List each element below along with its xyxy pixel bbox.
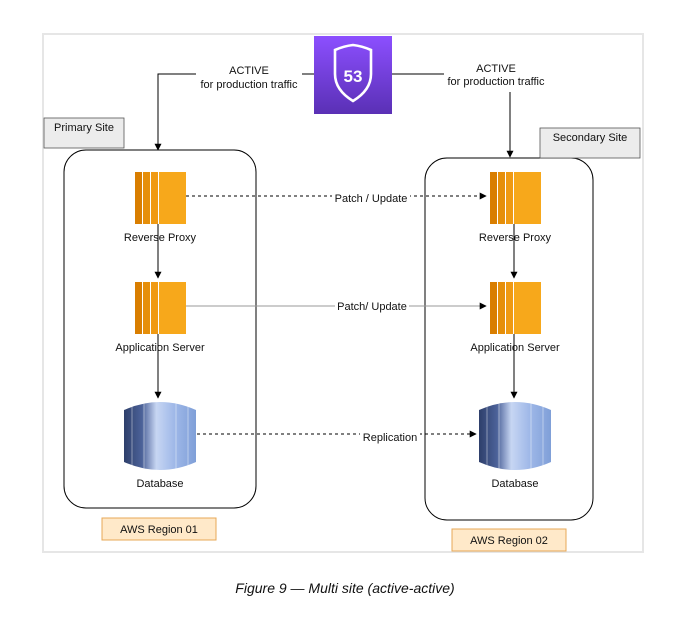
region-badge-primary: AWS Region 01 bbox=[101, 517, 217, 541]
secondary-reverse-proxy-label: Reverse Proxy bbox=[479, 232, 552, 244]
traffic-active-left: ACTIVE bbox=[229, 65, 269, 77]
traffic-desc-left: for production traffic bbox=[200, 79, 298, 91]
region-badge-secondary: AWS Region 02 bbox=[451, 528, 567, 552]
route53-icon: 53 bbox=[314, 36, 392, 114]
secondary-site-tag: Secondary Site bbox=[539, 127, 641, 159]
traffic-desc-right: for production traffic bbox=[447, 76, 545, 88]
primary-reverse-proxy-label: Reverse Proxy bbox=[124, 232, 197, 244]
traffic-active-right: ACTIVE bbox=[476, 63, 516, 75]
secondary-reverse-proxy-icon bbox=[490, 172, 541, 224]
secondary-database-label: Database bbox=[491, 478, 538, 490]
primary-reverse-proxy-icon bbox=[135, 172, 186, 224]
secondary-site-container bbox=[424, 157, 594, 521]
primary-app-server-label: Application Server bbox=[115, 342, 205, 354]
route53-label: 53 bbox=[344, 67, 363, 86]
secondary-app-server-icon bbox=[490, 282, 541, 334]
proxy-link-label: Patch / Update bbox=[335, 193, 408, 205]
region-label-primary: AWS Region 01 bbox=[120, 524, 198, 536]
secondary-app-server-label: Application Server bbox=[470, 342, 560, 354]
region-label-secondary: AWS Region 02 bbox=[470, 535, 548, 547]
figure-caption: Figure 9 — Multi site (active-active) bbox=[235, 580, 455, 596]
secondary-database-icon bbox=[478, 401, 552, 471]
db-link-label: Replication bbox=[363, 432, 417, 444]
secondary-site-label: Secondary Site bbox=[553, 132, 628, 144]
primary-database-icon bbox=[123, 401, 197, 471]
primary-site-container bbox=[63, 149, 257, 509]
diagram-frame bbox=[42, 33, 644, 553]
primary-site-tag: Primary Site bbox=[43, 117, 125, 149]
app-link-label: Patch/ Update bbox=[337, 301, 407, 313]
primary-site-label: Primary Site bbox=[54, 122, 114, 134]
primary-database-label: Database bbox=[136, 478, 183, 490]
primary-app-server-icon bbox=[135, 282, 186, 334]
